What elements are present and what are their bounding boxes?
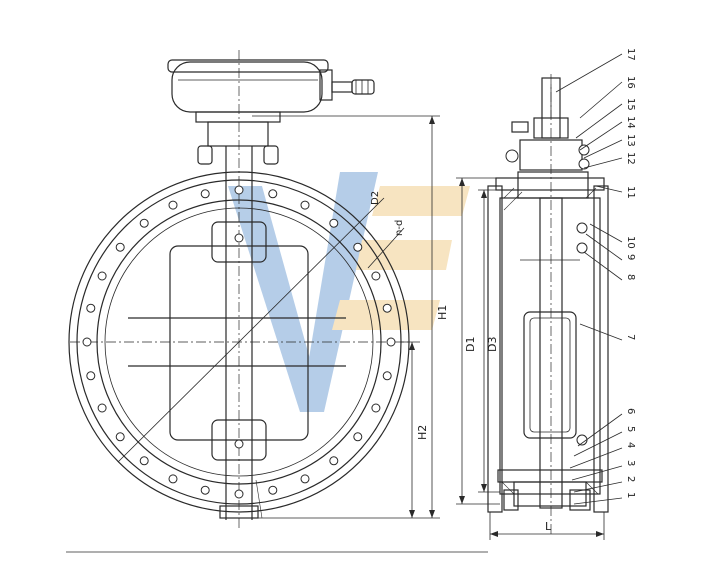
bolt-hole [139, 456, 149, 466]
handwheel-knob [331, 79, 375, 95]
bolt-hole [329, 218, 339, 228]
dim-l: L [545, 520, 552, 533]
dim-d1: D1 [464, 337, 477, 352]
watermark-logo [228, 172, 470, 412]
callout-leader [579, 323, 623, 341]
dim-d2: D2 [370, 191, 381, 205]
bolt-hole [300, 474, 310, 484]
gearbox [167, 59, 375, 147]
callout-leader [573, 431, 623, 457]
valve-disc [128, 221, 346, 461]
callout-leader [585, 233, 623, 261]
front-view: D2 n-d [68, 50, 410, 528]
bolt-hole [200, 485, 210, 495]
bolt-hole [329, 456, 339, 466]
part-number-label: 5 [625, 426, 636, 432]
part-number-label: 4 [625, 442, 636, 448]
bolt-hole [234, 489, 244, 499]
part-number-label: 1 [625, 492, 636, 498]
callout-leader [575, 103, 623, 139]
callout-leader [579, 121, 623, 151]
bolt-hole [200, 189, 210, 199]
dim-h1: H1 [436, 305, 449, 320]
part-number-label: 9 [625, 254, 636, 260]
dim-n-d: n-d [394, 220, 405, 236]
bolt-hole [97, 403, 107, 413]
bolt-hole [168, 474, 178, 484]
bolt-hole [115, 242, 125, 252]
callout-leader [589, 223, 623, 243]
callout-leader [595, 185, 623, 193]
callout-leader [583, 139, 623, 159]
bolt-hole [82, 337, 92, 347]
bolt-hole [382, 303, 392, 313]
bolt-hole [382, 371, 392, 381]
part-number-label: 15 [625, 98, 636, 111]
watermark-v-stroke-right [300, 172, 378, 412]
callout-leader [583, 251, 623, 281]
callout-leader [573, 481, 623, 493]
part-number-label: 2 [625, 476, 636, 482]
bolt-hole [353, 432, 363, 442]
side-dimensions: D1 D3 L [456, 177, 605, 540]
watermark-c-bottom [332, 300, 440, 330]
callout-leader [569, 447, 623, 469]
bolt-hole [386, 337, 396, 347]
callout-leader [571, 465, 623, 481]
bolt-hole [115, 432, 125, 442]
bolt-hole [86, 303, 96, 313]
part-number-label: 14 [625, 116, 636, 129]
part-number-label: 12 [625, 152, 636, 165]
part-number-label: 13 [625, 134, 636, 147]
callout-leader [555, 53, 623, 93]
bolt-hole [234, 185, 244, 195]
callout-leader [583, 157, 623, 169]
bolt-hole [300, 200, 310, 210]
part-callouts: 17 16 15 14 13 12 11 10 9 8 7 6 5 4 3 2 1 [555, 48, 636, 505]
bolt-hole [371, 271, 381, 281]
part-number-label: 6 [625, 408, 636, 414]
bolt-hole [371, 403, 381, 413]
dim-h2: H2 [416, 425, 429, 440]
bolt-hole [268, 485, 278, 495]
callout-leader [573, 497, 623, 505]
part-number-label: 17 [625, 48, 636, 61]
callout-leader [579, 81, 623, 119]
front-dimensions: H1 H2 [252, 115, 449, 519]
part-number-label: 11 [625, 186, 636, 199]
watermark-c-top [372, 186, 470, 216]
bolt-hole [97, 271, 107, 281]
callout-leader [577, 413, 623, 447]
bolt-hole [353, 242, 363, 252]
part-number-label: 10 [625, 236, 636, 249]
watermark-v-stroke [228, 186, 318, 412]
part-number-label: 7 [625, 334, 636, 340]
part-number-label: 3 [625, 460, 636, 466]
bolt-hole [268, 189, 278, 199]
part-number-label: 16 [625, 76, 636, 89]
side-view [487, 74, 609, 534]
dim-d3: D3 [486, 337, 499, 352]
part-number-label: 8 [625, 274, 636, 280]
bolt-hole [139, 218, 149, 228]
flange-bolt-holes [82, 185, 396, 499]
bolt-hole [168, 200, 178, 210]
bolt-hole [86, 371, 96, 381]
